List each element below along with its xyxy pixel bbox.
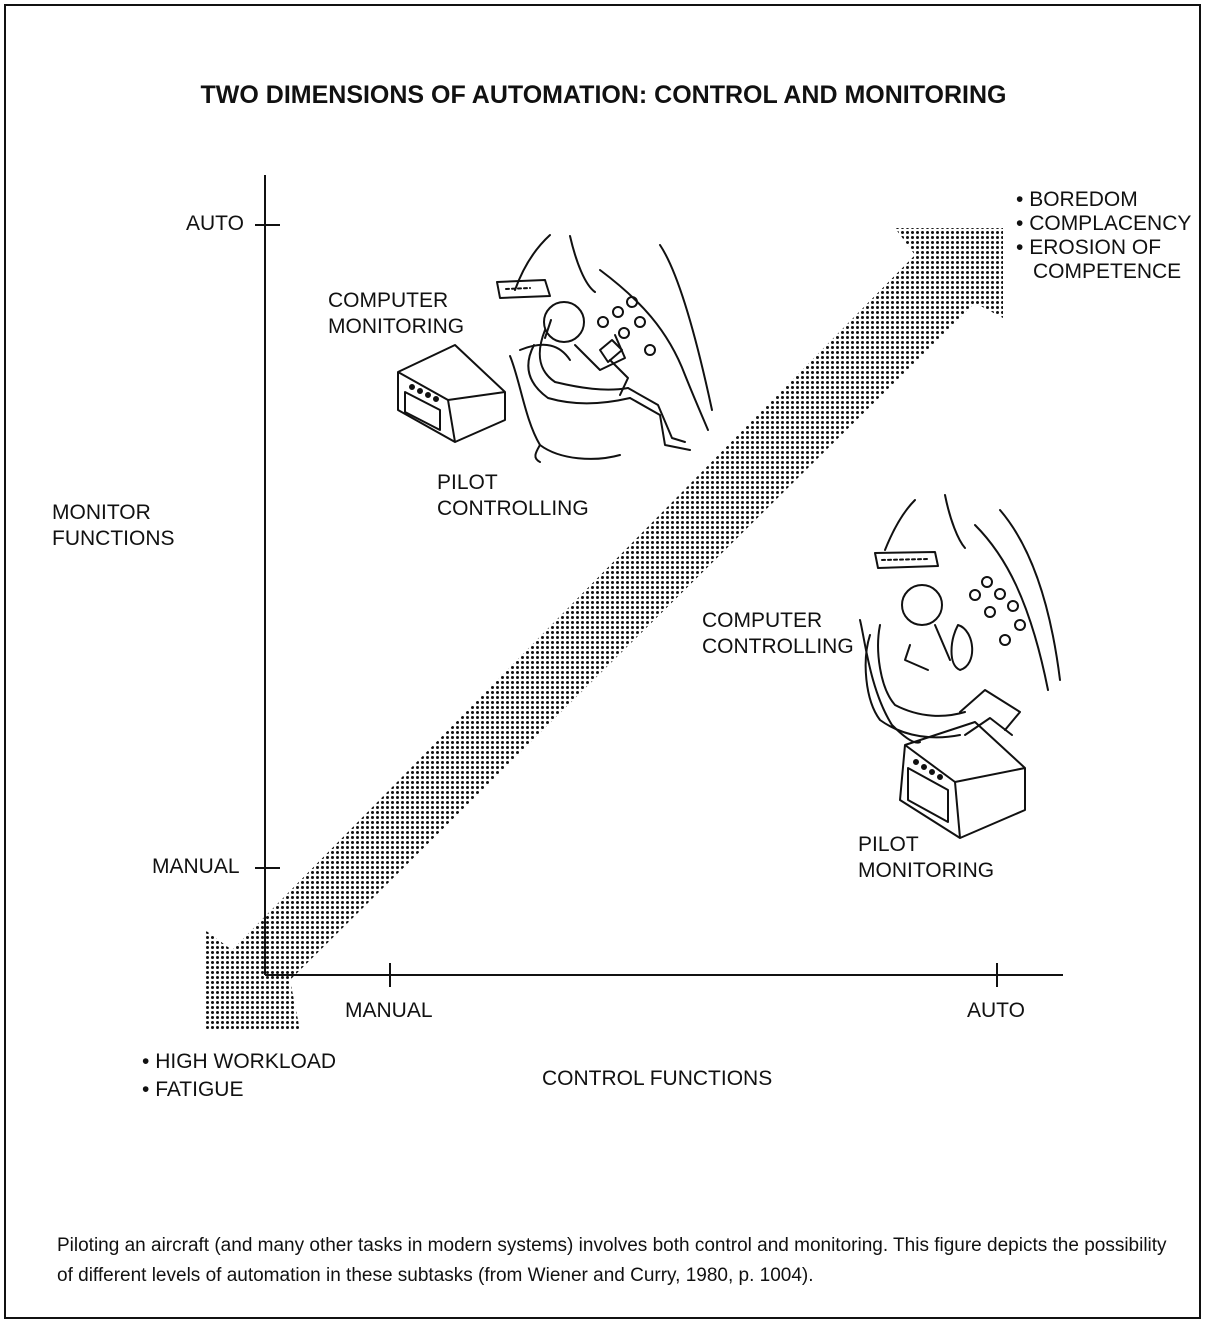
x-axis-label: CONTROL FUNCTIONS: [542, 1067, 773, 1090]
computer-controlling-label: COMPUTER CONTROLLING: [702, 608, 854, 660]
y-axis-label: MONITOR FUNCTIONS: [52, 500, 175, 552]
computer-monitoring-label: COMPUTER MONITORING: [328, 288, 464, 340]
figure-caption: Piloting an aircraft (and many other tas…: [57, 1235, 1167, 1286]
pilot-monitoring-label: PILOT MONITORING: [858, 832, 994, 884]
label-line: CONTROLLING: [437, 497, 589, 520]
figure-frame: [4, 4, 1201, 1319]
x-tick-label-auto: AUTO: [967, 999, 1025, 1022]
effect-item: BOREDOM: [1016, 188, 1191, 212]
pilot-controlling-label: PILOT CONTROLLING: [437, 470, 589, 522]
label-line: COMPUTER: [702, 609, 823, 632]
label-line: PILOT: [437, 471, 498, 494]
effect-item: EROSION OF: [1016, 236, 1191, 260]
effect-item-continued: COMPETENCE: [1033, 260, 1182, 283]
diagonal-automation-arrow: [205, 228, 1003, 1030]
y-axis-label-line: FUNCTIONS: [52, 527, 175, 550]
label-line: COMPUTER: [328, 289, 449, 312]
pilot-in-cockpit-icon: [496, 234, 713, 463]
low-automation-effects-list: HIGH WORKLOAD FATIGUE: [142, 1048, 336, 1104]
pilot-in-cockpit-icon: [859, 494, 1061, 744]
label-line: PILOT: [858, 833, 919, 856]
computer-box-icon: [899, 721, 1026, 839]
x-tick-label-manual: MANUAL: [345, 999, 433, 1022]
computer-box-icon: [397, 344, 506, 443]
diagram-title: TWO DIMENSIONS OF AUTOMATION: CONTROL AN…: [200, 81, 1007, 109]
y-tick-label-manual: MANUAL: [152, 855, 240, 878]
label-line: MONITORING: [328, 315, 465, 338]
effect-item: FATIGUE: [142, 1076, 336, 1104]
effect-item: HIGH WORKLOAD: [142, 1048, 336, 1076]
effect-item: COMPLACENCY: [1016, 212, 1191, 236]
label-line: MONITORING: [858, 859, 995, 882]
y-axis-label-line: MONITOR: [52, 501, 151, 524]
high-automation-effects-list: BOREDOM COMPLACENCY EROSION OF COMPETENC…: [1016, 188, 1191, 284]
y-tick-label-auto: AUTO: [186, 212, 244, 235]
label-line: CONTROLLING: [702, 635, 854, 658]
